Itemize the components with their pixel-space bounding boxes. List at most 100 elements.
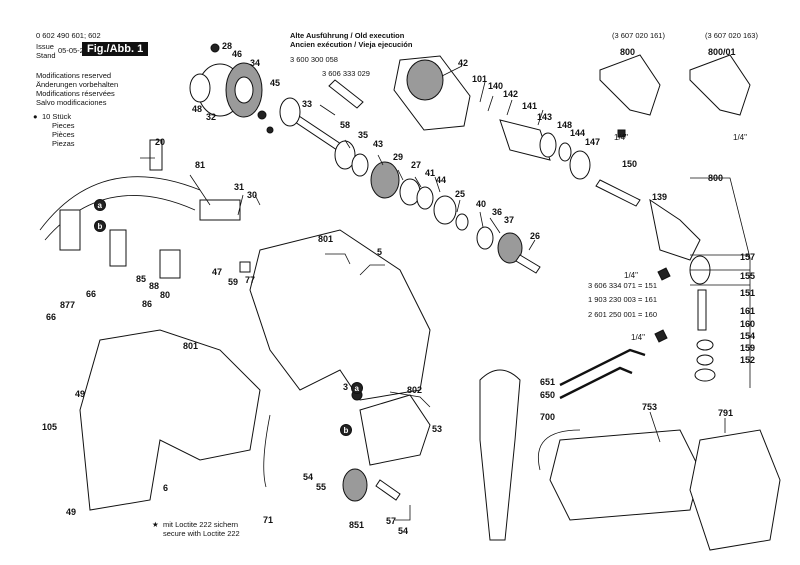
part-label-154: 154 xyxy=(740,331,755,341)
catalog-number-020161: (3 607 020 161) xyxy=(612,31,665,40)
part-label-101: 101 xyxy=(472,74,487,84)
marker-b-1: b xyxy=(98,222,103,231)
part-label-55: 55 xyxy=(316,482,326,492)
part-label-141: 141 xyxy=(522,101,537,111)
part-label-105: 105 xyxy=(42,422,57,432)
pieces-count: 10 Stück xyxy=(42,112,72,121)
part-label-157: 157 xyxy=(740,252,755,262)
part-label-77: 77 xyxy=(245,275,255,285)
part-label-650: 650 xyxy=(540,390,555,400)
part-label-6: 6 xyxy=(163,483,168,493)
part-label-34: 34 xyxy=(250,58,260,68)
part-label-800-b: 800 xyxy=(708,173,723,183)
wiring-graphic xyxy=(39,139,251,279)
part-label-801-a: 801 xyxy=(318,234,333,244)
part-label-139: 139 xyxy=(652,192,667,202)
loctite-note-1: mit Loctite 222 sichern xyxy=(163,520,239,529)
part-label-32: 32 xyxy=(206,112,216,122)
modification-note-0: Modifications reserved xyxy=(36,71,112,80)
part-label-148: 148 xyxy=(557,120,572,130)
ref-160: 2 601 250 001 = 160 xyxy=(588,310,658,319)
part-label-25: 25 xyxy=(455,189,465,199)
size-label-quarter-d: 1/4" xyxy=(631,333,645,342)
part-label-66-b: 66 xyxy=(46,312,56,322)
leader-lines xyxy=(140,65,751,521)
part-label-44: 44 xyxy=(436,175,446,185)
part-label-5: 5 xyxy=(377,247,382,257)
motor-graphic xyxy=(340,389,431,502)
part-label-85: 85 xyxy=(136,274,146,284)
part-label-160: 160 xyxy=(740,319,755,329)
stand-label: Stand xyxy=(36,51,56,60)
part-label-57: 57 xyxy=(386,516,396,526)
side-handle-graphic xyxy=(479,369,521,541)
gear-assembly-graphic xyxy=(189,43,364,157)
catalog-number-333029: 3 606 333 029 xyxy=(322,69,370,78)
part-label-802: 802 xyxy=(407,385,422,395)
part-label-54-b: 54 xyxy=(398,526,408,536)
part-label-140: 140 xyxy=(488,81,503,91)
charger-graphic xyxy=(538,429,701,521)
pieces-fr: Pièces xyxy=(52,130,75,139)
part-label-46: 46 xyxy=(232,49,242,59)
part-label-88: 88 xyxy=(149,281,159,291)
part-label-66-a: 66 xyxy=(86,289,96,299)
part-label-877: 877 xyxy=(60,300,75,310)
part-label-151: 151 xyxy=(740,288,755,298)
part-label-71: 71 xyxy=(263,515,273,525)
part-label-49-a: 49 xyxy=(75,389,85,399)
modification-note-1: Änderungen vorbehalten xyxy=(36,80,119,89)
modification-note-2: Modifications réservées xyxy=(36,89,115,98)
part-label-800-01: 800/01 xyxy=(708,47,736,57)
issue-date: 05-05-25 xyxy=(58,46,89,55)
part-label-41: 41 xyxy=(425,168,435,178)
part-label-651: 651 xyxy=(540,377,555,387)
part-label-54-a: 54 xyxy=(303,472,313,482)
part-label-40: 40 xyxy=(476,199,486,209)
part-label-801-b: 801 xyxy=(183,341,198,351)
catalog-number-300058: 3 600 300 058 xyxy=(290,55,338,64)
pieces-es: Piezas xyxy=(52,139,75,148)
size-label-quarter-a: 1/4" xyxy=(614,133,628,142)
part-label-81: 81 xyxy=(195,160,205,170)
ref-161: 1 903 230 003 = 161 xyxy=(588,295,658,304)
part-label-80: 80 xyxy=(160,290,170,300)
part-label-86: 86 xyxy=(142,299,152,309)
part-label-26: 26 xyxy=(530,231,540,241)
part-label-152: 152 xyxy=(740,355,755,365)
part-label-791: 791 xyxy=(718,408,733,418)
size-label-quarter-c: 1/4" xyxy=(624,271,638,280)
part-label-753: 753 xyxy=(642,402,657,412)
loctite-note-2: secure with Loctite 222 xyxy=(163,529,240,538)
part-label-49-b: 49 xyxy=(66,507,76,517)
part-label-28: 28 xyxy=(222,41,232,51)
part-label-142: 142 xyxy=(503,89,518,99)
issue-label: Issue xyxy=(36,42,54,51)
angle-attachment-graphic xyxy=(599,54,751,382)
part-label-3: 3 xyxy=(343,382,348,392)
doc-number: 0 602 490 601; 602 xyxy=(36,31,101,40)
part-label-20: 20 xyxy=(155,137,165,147)
catalog-number-020163: (3 607 020 163) xyxy=(705,31,758,40)
part-label-143: 143 xyxy=(537,112,552,122)
part-label-33: 33 xyxy=(302,99,312,109)
loctite-star-icon: ★ xyxy=(152,520,159,529)
part-label-27: 27 xyxy=(411,160,421,170)
part-label-29: 29 xyxy=(393,152,403,162)
part-label-150: 150 xyxy=(622,159,637,169)
hex-keys-graphic xyxy=(559,348,646,400)
part-label-36: 36 xyxy=(492,207,502,217)
modification-note-3: Salvo modificaciones xyxy=(36,98,107,107)
housing-graphic xyxy=(79,229,431,511)
part-label-851: 851 xyxy=(349,520,364,530)
size-label-quarter-b: 1/4" xyxy=(733,133,747,142)
part-label-31: 31 xyxy=(234,182,244,192)
part-labels: 28 46 34 48 32 45 33 58 35 43 29 27 41 4… xyxy=(42,41,755,536)
marker-a-2: a xyxy=(355,384,360,393)
part-label-800-a: 800 xyxy=(620,47,635,57)
part-label-48: 48 xyxy=(192,104,202,114)
part-label-30: 30 xyxy=(247,190,257,200)
pieces-en: Pieces xyxy=(52,121,75,130)
